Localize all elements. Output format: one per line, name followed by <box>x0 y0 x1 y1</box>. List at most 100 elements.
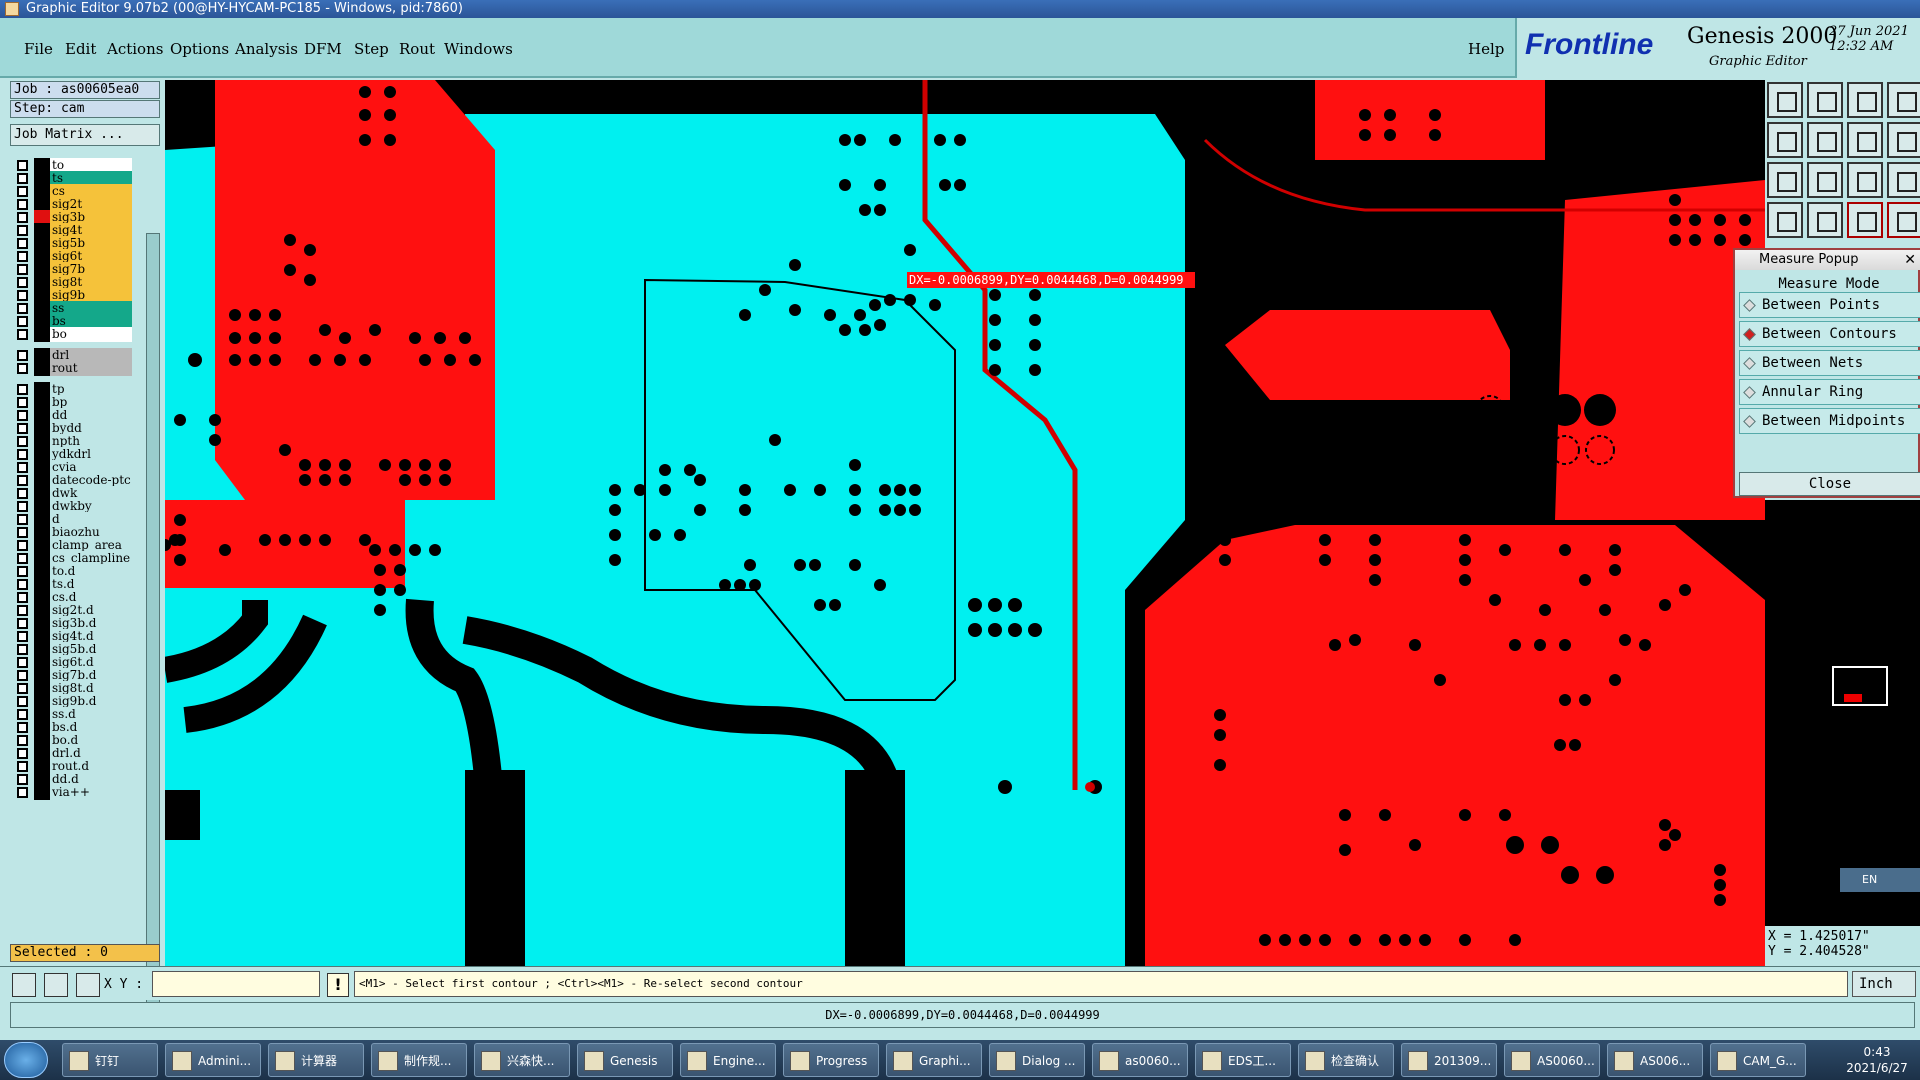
taskbar-item[interactable]: Progress <box>783 1043 879 1077</box>
layer-checkbox[interactable] <box>17 670 28 681</box>
layer-checkbox[interactable] <box>17 436 28 447</box>
layer-row[interactable]: ss <box>14 301 144 316</box>
layer-row[interactable]: sig3b.d <box>14 616 144 631</box>
layer-checkbox[interactable] <box>17 553 28 564</box>
layer-checkbox[interactable] <box>17 277 28 288</box>
taskbar-item[interactable]: 制作规... <box>371 1043 467 1077</box>
layer-checkbox[interactable] <box>17 527 28 538</box>
layer-checkbox[interactable] <box>17 449 28 460</box>
layer-row[interactable]: sig9b.d <box>14 694 144 709</box>
layer-row[interactable]: sig2t <box>14 197 144 212</box>
zoom-window-button[interactable] <box>1887 82 1920 118</box>
layer-row[interactable]: sig4t.d <box>14 629 144 644</box>
grid-button[interactable] <box>1807 202 1843 238</box>
fit-button[interactable] <box>1767 162 1803 198</box>
taskbar-item[interactable]: EDS工... <box>1195 1043 1291 1077</box>
layer-checkbox[interactable] <box>17 774 28 785</box>
taskbar-item[interactable]: 兴森快... <box>474 1043 570 1077</box>
layer-row[interactable]: cs_clampline <box>14 551 144 566</box>
layer-checkbox[interactable] <box>17 475 28 486</box>
layer-row[interactable]: sig7b <box>14 262 144 277</box>
layer-row[interactable]: ydkdrl <box>14 447 144 462</box>
layer-row[interactable]: sig6t <box>14 249 144 264</box>
taskbar-item[interactable]: Admini... <box>165 1043 261 1077</box>
option-annular-ring[interactable]: Annular Ring <box>1739 379 1920 405</box>
layer-checkbox[interactable] <box>17 722 28 733</box>
layer-checkbox[interactable] <box>17 290 28 301</box>
start-button[interactable] <box>4 1042 48 1078</box>
taskbar-item[interactable]: AS0060... <box>1504 1043 1600 1077</box>
layer-row[interactable]: sig9b <box>14 288 144 303</box>
taskbar-item[interactable]: 钉钉 <box>62 1043 158 1077</box>
layer-row[interactable]: sig5b.d <box>14 642 144 657</box>
layer-checkbox[interactable] <box>17 363 28 374</box>
zoom-in-button[interactable] <box>1847 122 1883 158</box>
layer-row[interactable]: dd <box>14 408 144 423</box>
layer-row[interactable]: to <box>14 158 144 173</box>
layer-checkbox[interactable] <box>17 514 28 525</box>
layer-row[interactable]: dwkby <box>14 499 144 514</box>
taskbar-item[interactable]: Genesis <box>577 1043 673 1077</box>
layer-row[interactable]: sig8t.d <box>14 681 144 696</box>
layer-checkbox[interactable] <box>17 212 28 223</box>
layer-checkbox[interactable] <box>17 709 28 720</box>
menu-help[interactable]: Help <box>1468 40 1505 58</box>
layer-checkbox[interactable] <box>17 251 28 262</box>
graphic-canvas[interactable]: DX=-0.0006899,DY=0.0044468,D=0.0044999 <box>165 80 1765 966</box>
layer-checkbox[interactable] <box>17 329 28 340</box>
layer-row[interactable]: npth <box>14 434 144 449</box>
layer-row[interactable]: biaozhu <box>14 525 144 540</box>
zoom-out-button[interactable] <box>1887 122 1920 158</box>
option-between-nets[interactable]: Between Nets <box>1739 350 1920 376</box>
layer-row[interactable]: datecode-ptc <box>14 473 144 488</box>
layer-checkbox[interactable] <box>17 605 28 616</box>
layer-row[interactable]: d <box>14 512 144 527</box>
layer-row[interactable]: dwk <box>14 486 144 501</box>
layer-checkbox[interactable] <box>17 199 28 210</box>
taskbar-item[interactable]: as0060... <box>1092 1043 1188 1077</box>
taskbar-item[interactable]: Graphi... <box>886 1043 982 1077</box>
layer-row[interactable]: sig8t <box>14 275 144 290</box>
select-mode-button[interactable] <box>12 973 36 997</box>
layer-checkbox[interactable] <box>17 397 28 408</box>
system-clock[interactable]: 0:43 2021/6/27 <box>1838 1044 1916 1076</box>
menu-dfm[interactable]: DFM <box>304 40 342 58</box>
layer-checkbox[interactable] <box>17 696 28 707</box>
layer-row[interactable]: bs.d <box>14 720 144 735</box>
xy-input[interactable] <box>152 971 320 997</box>
layer-row[interactable]: bs <box>14 314 144 329</box>
menu-analysis[interactable]: Analysis <box>235 40 298 58</box>
menu-step[interactable]: Step <box>354 40 389 58</box>
layer-checkbox[interactable] <box>17 631 28 642</box>
pan-down-button[interactable] <box>1807 82 1843 118</box>
layer-row[interactable]: sig3b <box>14 210 144 225</box>
layer-row[interactable]: sig4t <box>14 223 144 238</box>
pan-right-button[interactable] <box>1807 122 1843 158</box>
layer-row[interactable]: drl.d <box>14 746 144 761</box>
layer-checkbox[interactable] <box>17 488 28 499</box>
layer-checkbox[interactable] <box>17 225 28 236</box>
menu-file[interactable]: File <box>24 40 53 58</box>
layer-row[interactable]: sig6t.d <box>14 655 144 670</box>
menu-options[interactable]: Options <box>170 40 230 58</box>
layer-row[interactable]: tp <box>14 382 144 397</box>
layer-checkbox[interactable] <box>17 160 28 171</box>
scale-button[interactable] <box>1847 162 1883 198</box>
snap-alt-button[interactable] <box>1887 202 1920 238</box>
layer-checkbox[interactable] <box>17 579 28 590</box>
layer-row[interactable]: clamp_area <box>14 538 144 553</box>
layer-checkbox[interactable] <box>17 303 28 314</box>
layer-row[interactable]: to.d <box>14 564 144 579</box>
taskbar-item[interactable]: Engine... <box>680 1043 776 1077</box>
layer-checkbox[interactable] <box>17 566 28 577</box>
layer-checkbox[interactable] <box>17 462 28 473</box>
layer-checkbox[interactable] <box>17 350 28 361</box>
layer-row[interactable]: rout.d <box>14 759 144 774</box>
help-button[interactable] <box>1887 162 1920 198</box>
layer-checkbox[interactable] <box>17 173 28 184</box>
option-between-points[interactable]: Between Points <box>1739 292 1920 318</box>
layer-row[interactable]: via++ <box>14 785 144 800</box>
taskbar-item[interactable]: 计算器 <box>268 1043 364 1077</box>
layer-row[interactable]: ts.d <box>14 577 144 592</box>
close-icon[interactable]: ✕ <box>1904 252 1916 268</box>
